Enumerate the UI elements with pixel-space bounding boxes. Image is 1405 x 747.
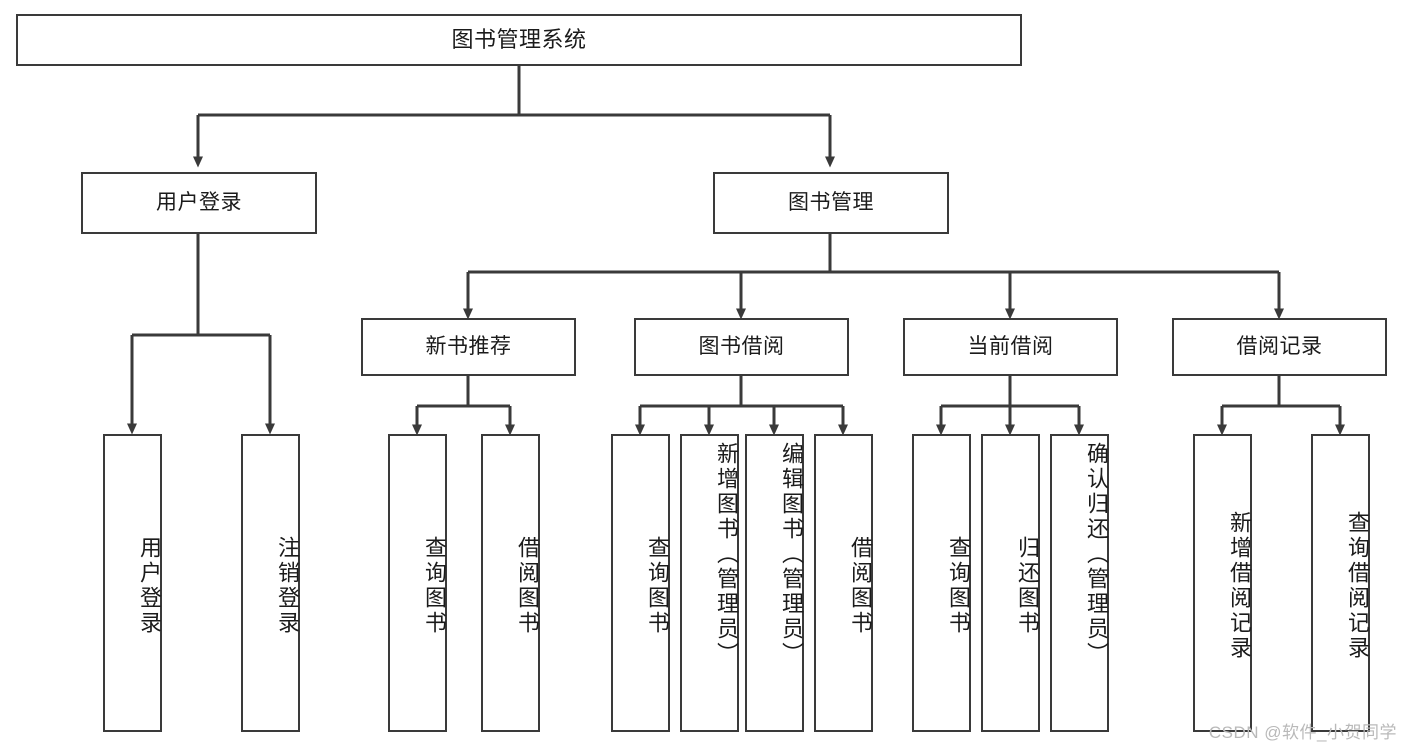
node-leaf-query-borrow-record[interactable]: 查询借阅记录: [1311, 434, 1370, 732]
node-label: 注销登录: [275, 536, 300, 636]
node-label: 查询借阅记录: [1345, 511, 1370, 661]
node-leaf-user-login[interactable]: 用户登录: [103, 434, 162, 732]
node-label: 借阅记录: [1236, 335, 1323, 359]
node-label: 新增图书（管理员）: [714, 442, 739, 667]
node-label: 编辑图书（管理员）: [779, 442, 804, 667]
node-label: 用户登录: [156, 191, 242, 215]
node-leaf-borrow-book-newbook[interactable]: 借阅图书: [481, 434, 540, 732]
csdn-watermark: CSDN @软件_小贺同学: [1208, 723, 1397, 742]
node-label: 图书借阅: [698, 335, 785, 359]
node-leaf-query-book-newbook[interactable]: 查询图书: [388, 434, 447, 732]
node-label: 新增借阅记录: [1227, 511, 1252, 661]
node-leaf-query-book-borrow[interactable]: 查询图书: [611, 434, 670, 732]
node-leaf-return-book[interactable]: 归还图书: [981, 434, 1040, 732]
node-label: 借阅图书: [848, 536, 873, 636]
node-label: 新书推荐: [425, 335, 512, 359]
node-label: 图书管理: [788, 191, 874, 215]
node-root-book-management-system[interactable]: 图书管理系统: [16, 14, 1022, 66]
node-current-borrow[interactable]: 当前借阅: [903, 318, 1118, 376]
node-book-borrow[interactable]: 图书借阅: [634, 318, 849, 376]
node-leaf-add-book-admin[interactable]: 新增图书（管理员）: [680, 434, 739, 732]
node-label: 借阅图书: [515, 536, 540, 636]
node-new-book-recommend[interactable]: 新书推荐: [361, 318, 576, 376]
node-leaf-edit-book-admin[interactable]: 编辑图书（管理员）: [745, 434, 804, 732]
node-label: 查询图书: [946, 536, 971, 636]
node-label: 用户登录: [137, 536, 162, 636]
node-leaf-add-borrow-record[interactable]: 新增借阅记录: [1193, 434, 1252, 732]
node-borrow-record[interactable]: 借阅记录: [1172, 318, 1387, 376]
node-leaf-confirm-return-admin[interactable]: 确认归还（管理员）: [1050, 434, 1109, 732]
node-label: 查询图书: [645, 536, 670, 636]
node-user-login[interactable]: 用户登录: [81, 172, 317, 234]
node-label: 查询图书: [422, 536, 447, 636]
node-label: 确认归还（管理员）: [1084, 442, 1109, 667]
node-leaf-query-book-current[interactable]: 查询图书: [912, 434, 971, 732]
node-label: 当前借阅: [967, 335, 1054, 359]
node-leaf-logout[interactable]: 注销登录: [241, 434, 300, 732]
node-book-management[interactable]: 图书管理: [713, 172, 949, 234]
node-label: 归还图书: [1015, 536, 1040, 636]
node-leaf-borrow-book[interactable]: 借阅图书: [814, 434, 873, 732]
node-label: 图书管理系统: [451, 26, 587, 52]
